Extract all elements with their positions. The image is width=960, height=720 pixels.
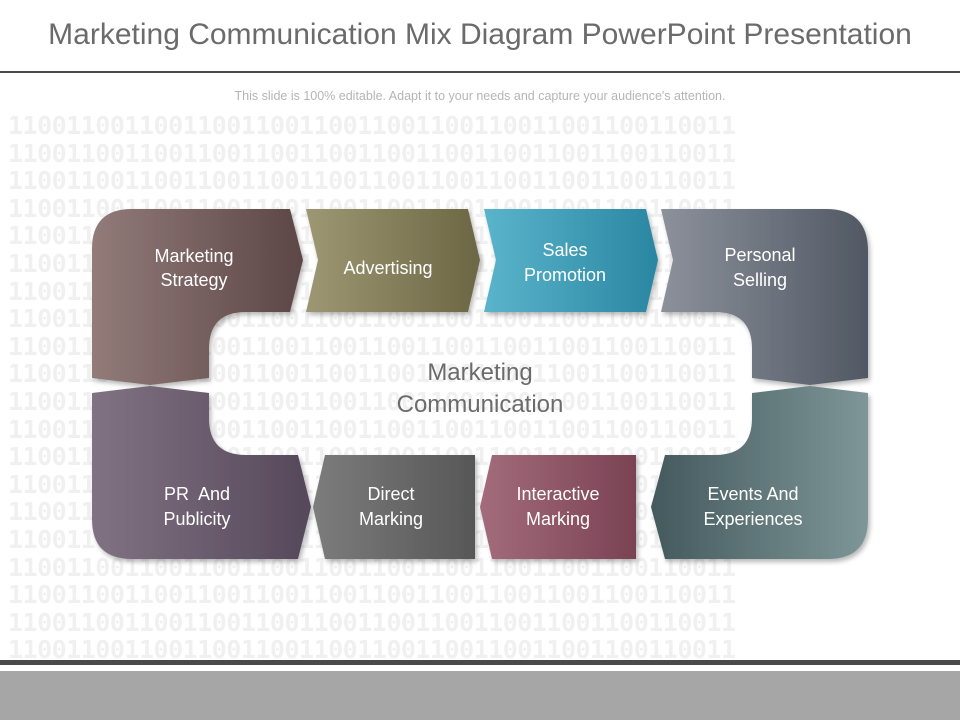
footer-band — [0, 671, 960, 720]
segment-direct-marking — [313, 455, 475, 559]
footer-divider — [0, 660, 960, 665]
label-interactive-marking-line2: Marking — [526, 509, 590, 529]
label-marketing-strategy-line1: Marketing — [154, 246, 233, 266]
slide-title: Marketing Communication Mix Diagram Powe… — [48, 18, 912, 51]
segment-advertising — [306, 209, 480, 312]
label-direct-marking-line1: Direct — [367, 484, 414, 504]
label-events-and-experiences-line1: Events And — [707, 484, 798, 504]
label-sales-promotion-line2: Promotion — [524, 265, 606, 285]
label-sales-promotion-line1: Sales — [542, 240, 587, 260]
segment-interactive-marking — [480, 455, 636, 559]
label-events-and-experiences-line2: Experiences — [703, 509, 802, 529]
label-interactive-marking-line1: Interactive — [516, 484, 599, 504]
title-divider — [0, 71, 960, 73]
label-personal-selling-line1: Personal — [724, 245, 795, 265]
segment-personal-selling — [661, 209, 868, 385]
label-pr-and-publicity-line2: Publicity — [163, 509, 230, 529]
label-personal-selling-line2: Selling — [733, 270, 787, 290]
segment-sales-promotion — [484, 209, 658, 312]
segment-events-and-experiences — [651, 386, 868, 559]
label-pr-and-publicity-line1: PR And — [164, 484, 230, 504]
center-label-line2: Communication — [397, 391, 564, 418]
label-advertising: Advertising — [343, 258, 432, 278]
slide-subtitle: This slide is 100% editable. Adapt it to… — [234, 89, 726, 103]
segment-pr-and-publicity — [92, 386, 311, 559]
segment-marketing-strategy — [92, 209, 303, 385]
label-marketing-strategy-line2: Strategy — [160, 270, 227, 290]
center-label-line1: Marketing — [427, 359, 532, 386]
label-direct-marking-line2: Marking — [359, 509, 423, 529]
